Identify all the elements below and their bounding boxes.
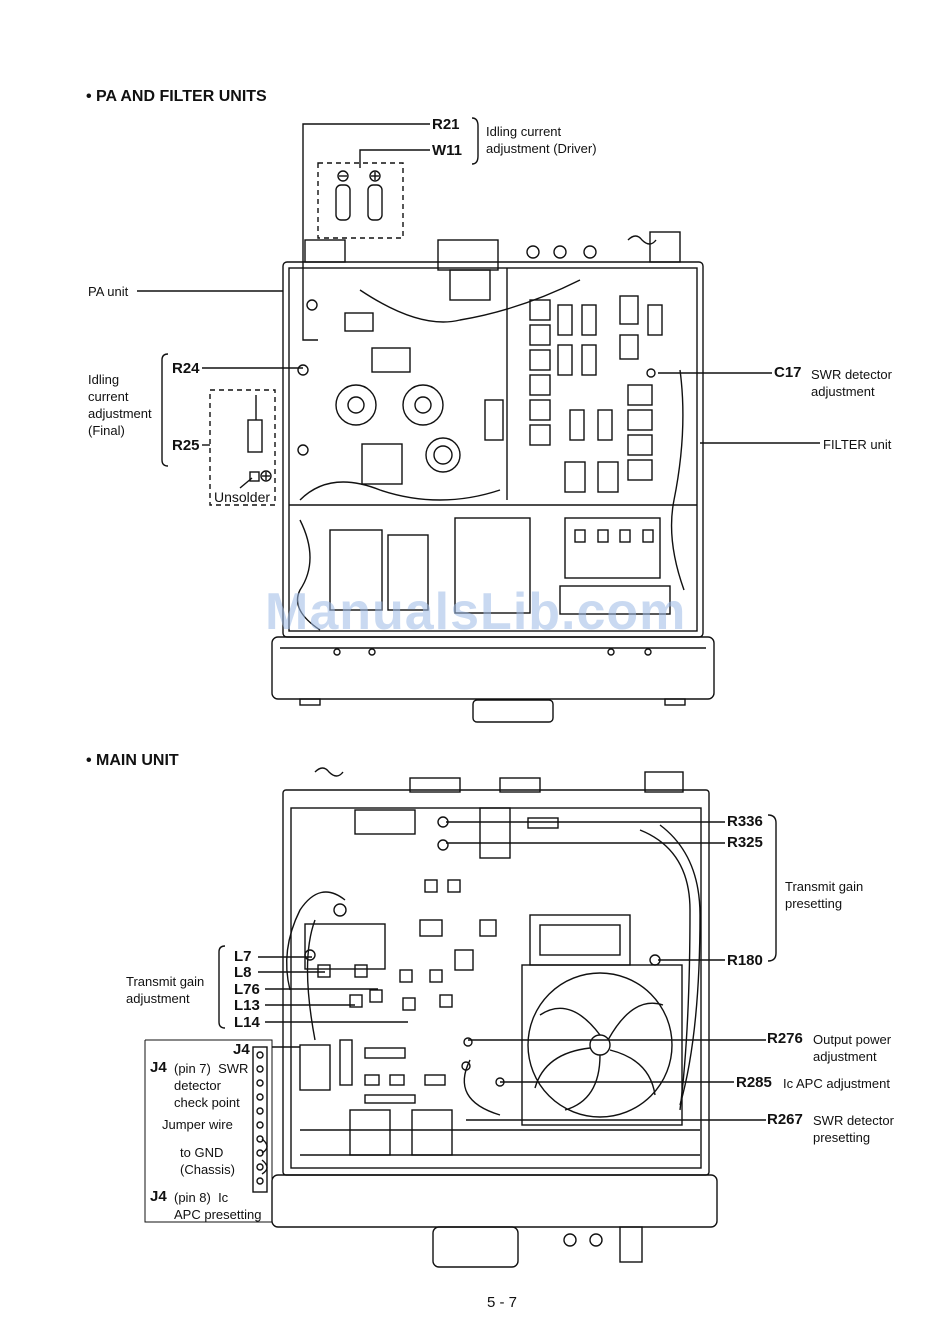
label-r285: R285 [736, 1074, 772, 1091]
label-r21: R21 [432, 116, 460, 133]
label-l7: L7 [234, 948, 252, 965]
label-j4-pin7: (pin 7) SWR detector check point [174, 1061, 249, 1110]
page-number: 5 - 7 [487, 1294, 518, 1311]
label-filter-unit: FILTER unit [823, 437, 892, 452]
label-r24: R24 [172, 360, 200, 377]
label-l76: L76 [234, 981, 260, 998]
label-l14: L14 [234, 1014, 260, 1031]
label-r336: R336 [727, 813, 763, 830]
label-r25: R25 [172, 437, 200, 454]
label-pa-unit: PA unit [88, 284, 129, 299]
label-jumper-wire: Jumper wire [162, 1117, 233, 1132]
main-leader-lines [218, 814, 777, 1121]
driver-idle-inset [317, 162, 404, 239]
label-r267: R267 [767, 1111, 803, 1128]
pa-filter-chassis [271, 231, 715, 723]
label-c17: C17 [774, 364, 802, 381]
label-r267-desc: SWR detector presetting [813, 1113, 894, 1145]
label-r276-desc: Output power adjustment [813, 1032, 892, 1064]
label-j4-pin7-ref: J4 [150, 1059, 167, 1076]
label-unsolder: Unsolder [214, 489, 271, 505]
pa-leader-lines [137, 117, 820, 467]
label-l8: L8 [234, 964, 252, 981]
label-j4: J4 [233, 1041, 250, 1058]
label-w11: W11 [432, 142, 463, 159]
section-title-main-unit: • MAIN UNIT [86, 752, 179, 769]
label-r276: R276 [767, 1030, 803, 1047]
watermark: ManualsLib.com [265, 583, 687, 641]
label-r285-desc: Ic APC adjustment [783, 1076, 890, 1091]
label-final-idle: Idling current adjustment (Final) [88, 372, 152, 438]
label-tx-gain-preset: Transmit gain presetting [785, 879, 864, 911]
label-j4-pin8: (pin 8) Ic APC presetting [174, 1190, 262, 1222]
j4-connector [144, 1039, 300, 1223]
section-title-pa-filter: • PA AND FILTER UNITS [86, 88, 267, 105]
label-r180: R180 [727, 952, 763, 969]
label-l13: L13 [234, 997, 260, 1014]
label-to-gnd: to GND (Chassis) [180, 1145, 235, 1177]
main-chassis [271, 767, 718, 1268]
label-c17-desc: SWR detector adjustment [811, 367, 892, 399]
label-driver-idle: Idling current adjustment (Driver) [486, 124, 597, 156]
label-r325: R325 [727, 834, 763, 851]
label-j4-pin8-ref: J4 [150, 1188, 167, 1205]
label-tx-gain-adj: Transmit gain adjustment [126, 974, 205, 1006]
final-idle-inset [209, 389, 276, 506]
